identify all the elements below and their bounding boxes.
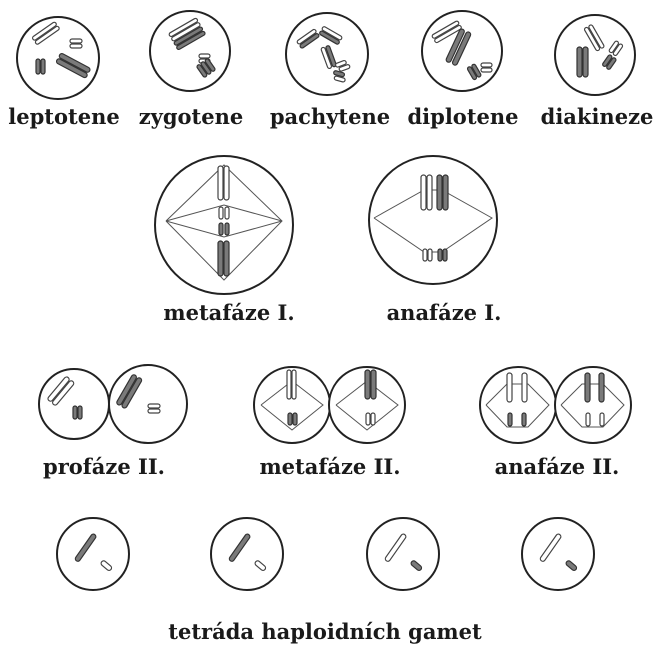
cell-metafaze-1 bbox=[154, 155, 294, 295]
cell-metafaze-2 bbox=[253, 366, 406, 444]
label-diplotene: diplotene bbox=[407, 104, 519, 129]
label-tetrada: tetráda haploidních gamet bbox=[168, 619, 482, 644]
gamete-1 bbox=[56, 517, 130, 591]
label-diakineze: diakineze bbox=[540, 104, 654, 129]
label-metafaze-1: metafáze I. bbox=[163, 300, 295, 325]
label-profaze-2: profáze II. bbox=[43, 454, 165, 479]
label-anafaze-2: anafáze II. bbox=[494, 454, 620, 479]
cell-diplotene bbox=[421, 10, 503, 92]
label-zygotene: zygotene bbox=[138, 104, 244, 129]
cell-diakineze bbox=[554, 14, 636, 96]
label-anafaze-1: anafáze I. bbox=[386, 300, 502, 325]
cell-anafaze-1 bbox=[368, 155, 498, 285]
cell-profaze-2 bbox=[38, 364, 188, 444]
label-metafaze-2: metafáze II. bbox=[259, 454, 401, 479]
gamete-4 bbox=[521, 517, 595, 591]
cell-zygotene bbox=[149, 10, 231, 92]
label-leptotene: leptotene bbox=[8, 104, 120, 129]
cell-anafaze-2 bbox=[479, 366, 632, 444]
cell-pachytene bbox=[285, 12, 369, 96]
gamete-2 bbox=[210, 517, 284, 591]
gamete-3 bbox=[366, 517, 440, 591]
cell-leptotene bbox=[16, 16, 100, 100]
label-pachytene: pachytene bbox=[269, 104, 391, 129]
